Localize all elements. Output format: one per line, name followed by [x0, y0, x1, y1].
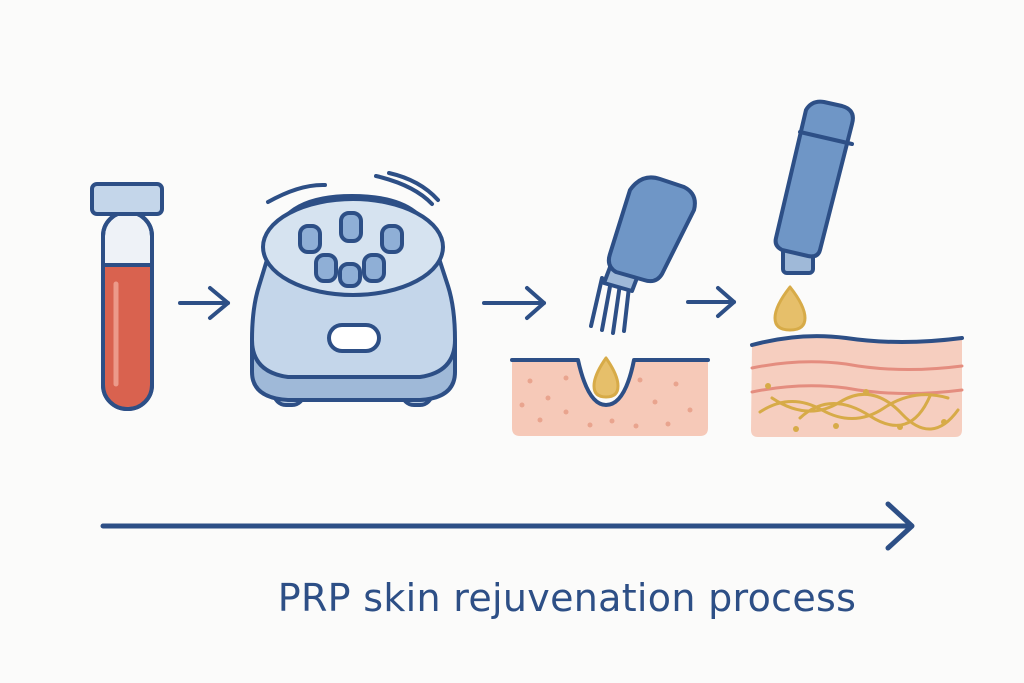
blood-tube-icon	[90, 182, 164, 411]
diagram-caption: PRP skin rejuvenation process	[277, 576, 857, 620]
arrow-right-icon	[686, 286, 736, 318]
arrow-right-icon	[482, 286, 546, 320]
plasma-application-icon	[750, 99, 964, 437]
centrifuge-icon	[250, 171, 457, 407]
process-arrow	[100, 501, 915, 551]
microneedling-icon	[510, 175, 710, 436]
arrow-right-icon	[178, 286, 230, 320]
